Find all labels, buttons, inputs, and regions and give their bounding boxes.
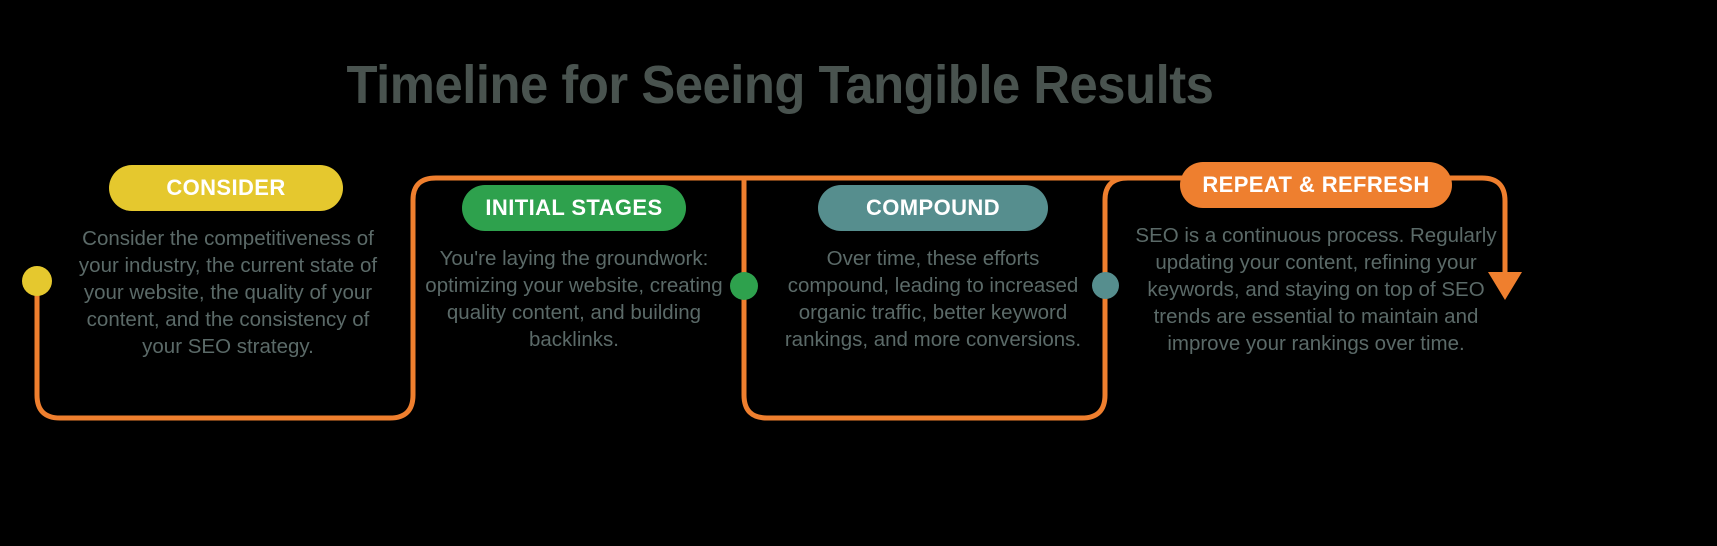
step-label-consider[interactable]: CONSIDER bbox=[109, 165, 343, 211]
step-label-repeat-refresh[interactable]: REPEAT & REFRESH bbox=[1180, 162, 1452, 208]
step-description-compound: Over time, these efforts compound, leadi… bbox=[784, 247, 1082, 351]
timeline-step-initial-stages[interactable]: INITIAL STAGES You're laying the groundw… bbox=[420, 185, 728, 353]
step-description-consider: Consider the competitiveness of your ind… bbox=[78, 227, 378, 358]
timeline-step-repeat-refresh[interactable]: REPEAT & REFRESH SEO is a continuous pro… bbox=[1125, 162, 1507, 357]
step-description-initial-stages: You're laying the groundwork: optimizing… bbox=[425, 247, 723, 351]
timeline-step-consider[interactable]: CONSIDER Consider the competitiveness of… bbox=[58, 165, 394, 360]
step-description-repeat-refresh: SEO is a continuous process. Regularly u… bbox=[1135, 224, 1497, 355]
step-label-initial-stages[interactable]: INITIAL STAGES bbox=[462, 185, 686, 231]
node-dot-compound bbox=[1092, 272, 1119, 299]
timeline-step-compound[interactable]: COMPOUND Over time, these efforts compou… bbox=[775, 185, 1091, 353]
node-dot-initial-stages bbox=[730, 272, 758, 300]
step-label-compound[interactable]: COMPOUND bbox=[818, 185, 1048, 231]
node-dot-consider bbox=[22, 266, 52, 296]
page-title: Timeline for Seeing Tangible Results bbox=[346, 55, 1214, 115]
